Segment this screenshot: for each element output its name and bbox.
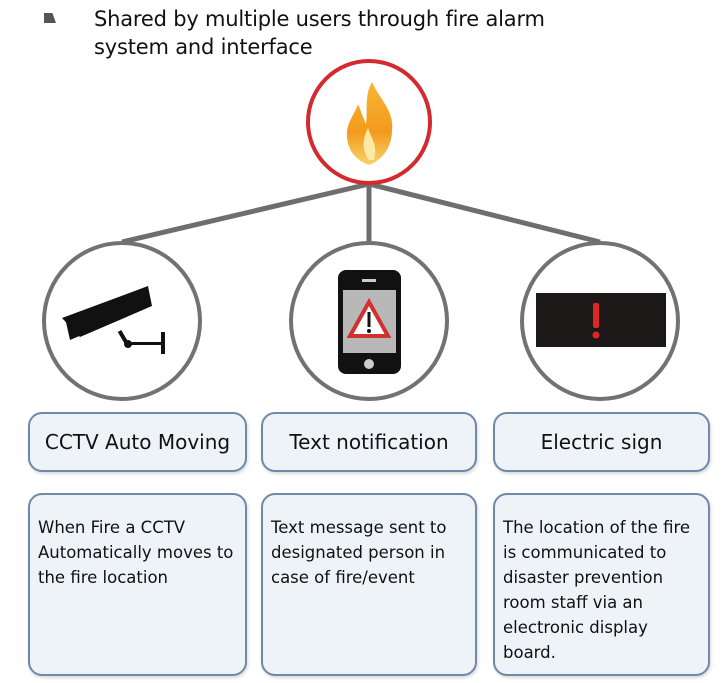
text-notification-label: Text notification: [289, 430, 449, 454]
text-notification-label-box: Text notification: [261, 412, 477, 472]
phone-node: [289, 241, 449, 401]
electric-sign-icon: [536, 293, 666, 347]
connector-lines: [121, 181, 601, 245]
cctv-label-box: CCTV Auto Moving: [28, 412, 247, 472]
cctv-node: [42, 241, 202, 401]
smartphone-warning-icon: [338, 270, 401, 374]
cctv-label: CCTV Auto Moving: [44, 430, 231, 454]
electric-sign-description-box: The location of the fire is communicated…: [493, 493, 710, 676]
electric-sign-label: Electric sign: [540, 430, 663, 454]
fire-node: [306, 59, 432, 185]
cctv-camera-icon: [62, 286, 165, 354]
cctv-description-box: When Fire a CCTV Automatically moves to …: [28, 493, 247, 676]
square-bullet-icon: [44, 13, 56, 23]
sign-node: [520, 241, 680, 401]
cctv-description: When Fire a CCTV Automatically moves to …: [38, 518, 234, 587]
electric-sign-description: The location of the fire is communicated…: [503, 518, 691, 662]
text-notification-description-box: Text message sent to designated person i…: [261, 493, 477, 676]
electric-sign-label-box: Electric sign: [493, 412, 710, 472]
text-notification-description: Text message sent to designated person i…: [271, 518, 447, 587]
page-title: Shared by multiple users through fire al…: [94, 7, 545, 59]
fire-icon: [346, 82, 393, 165]
